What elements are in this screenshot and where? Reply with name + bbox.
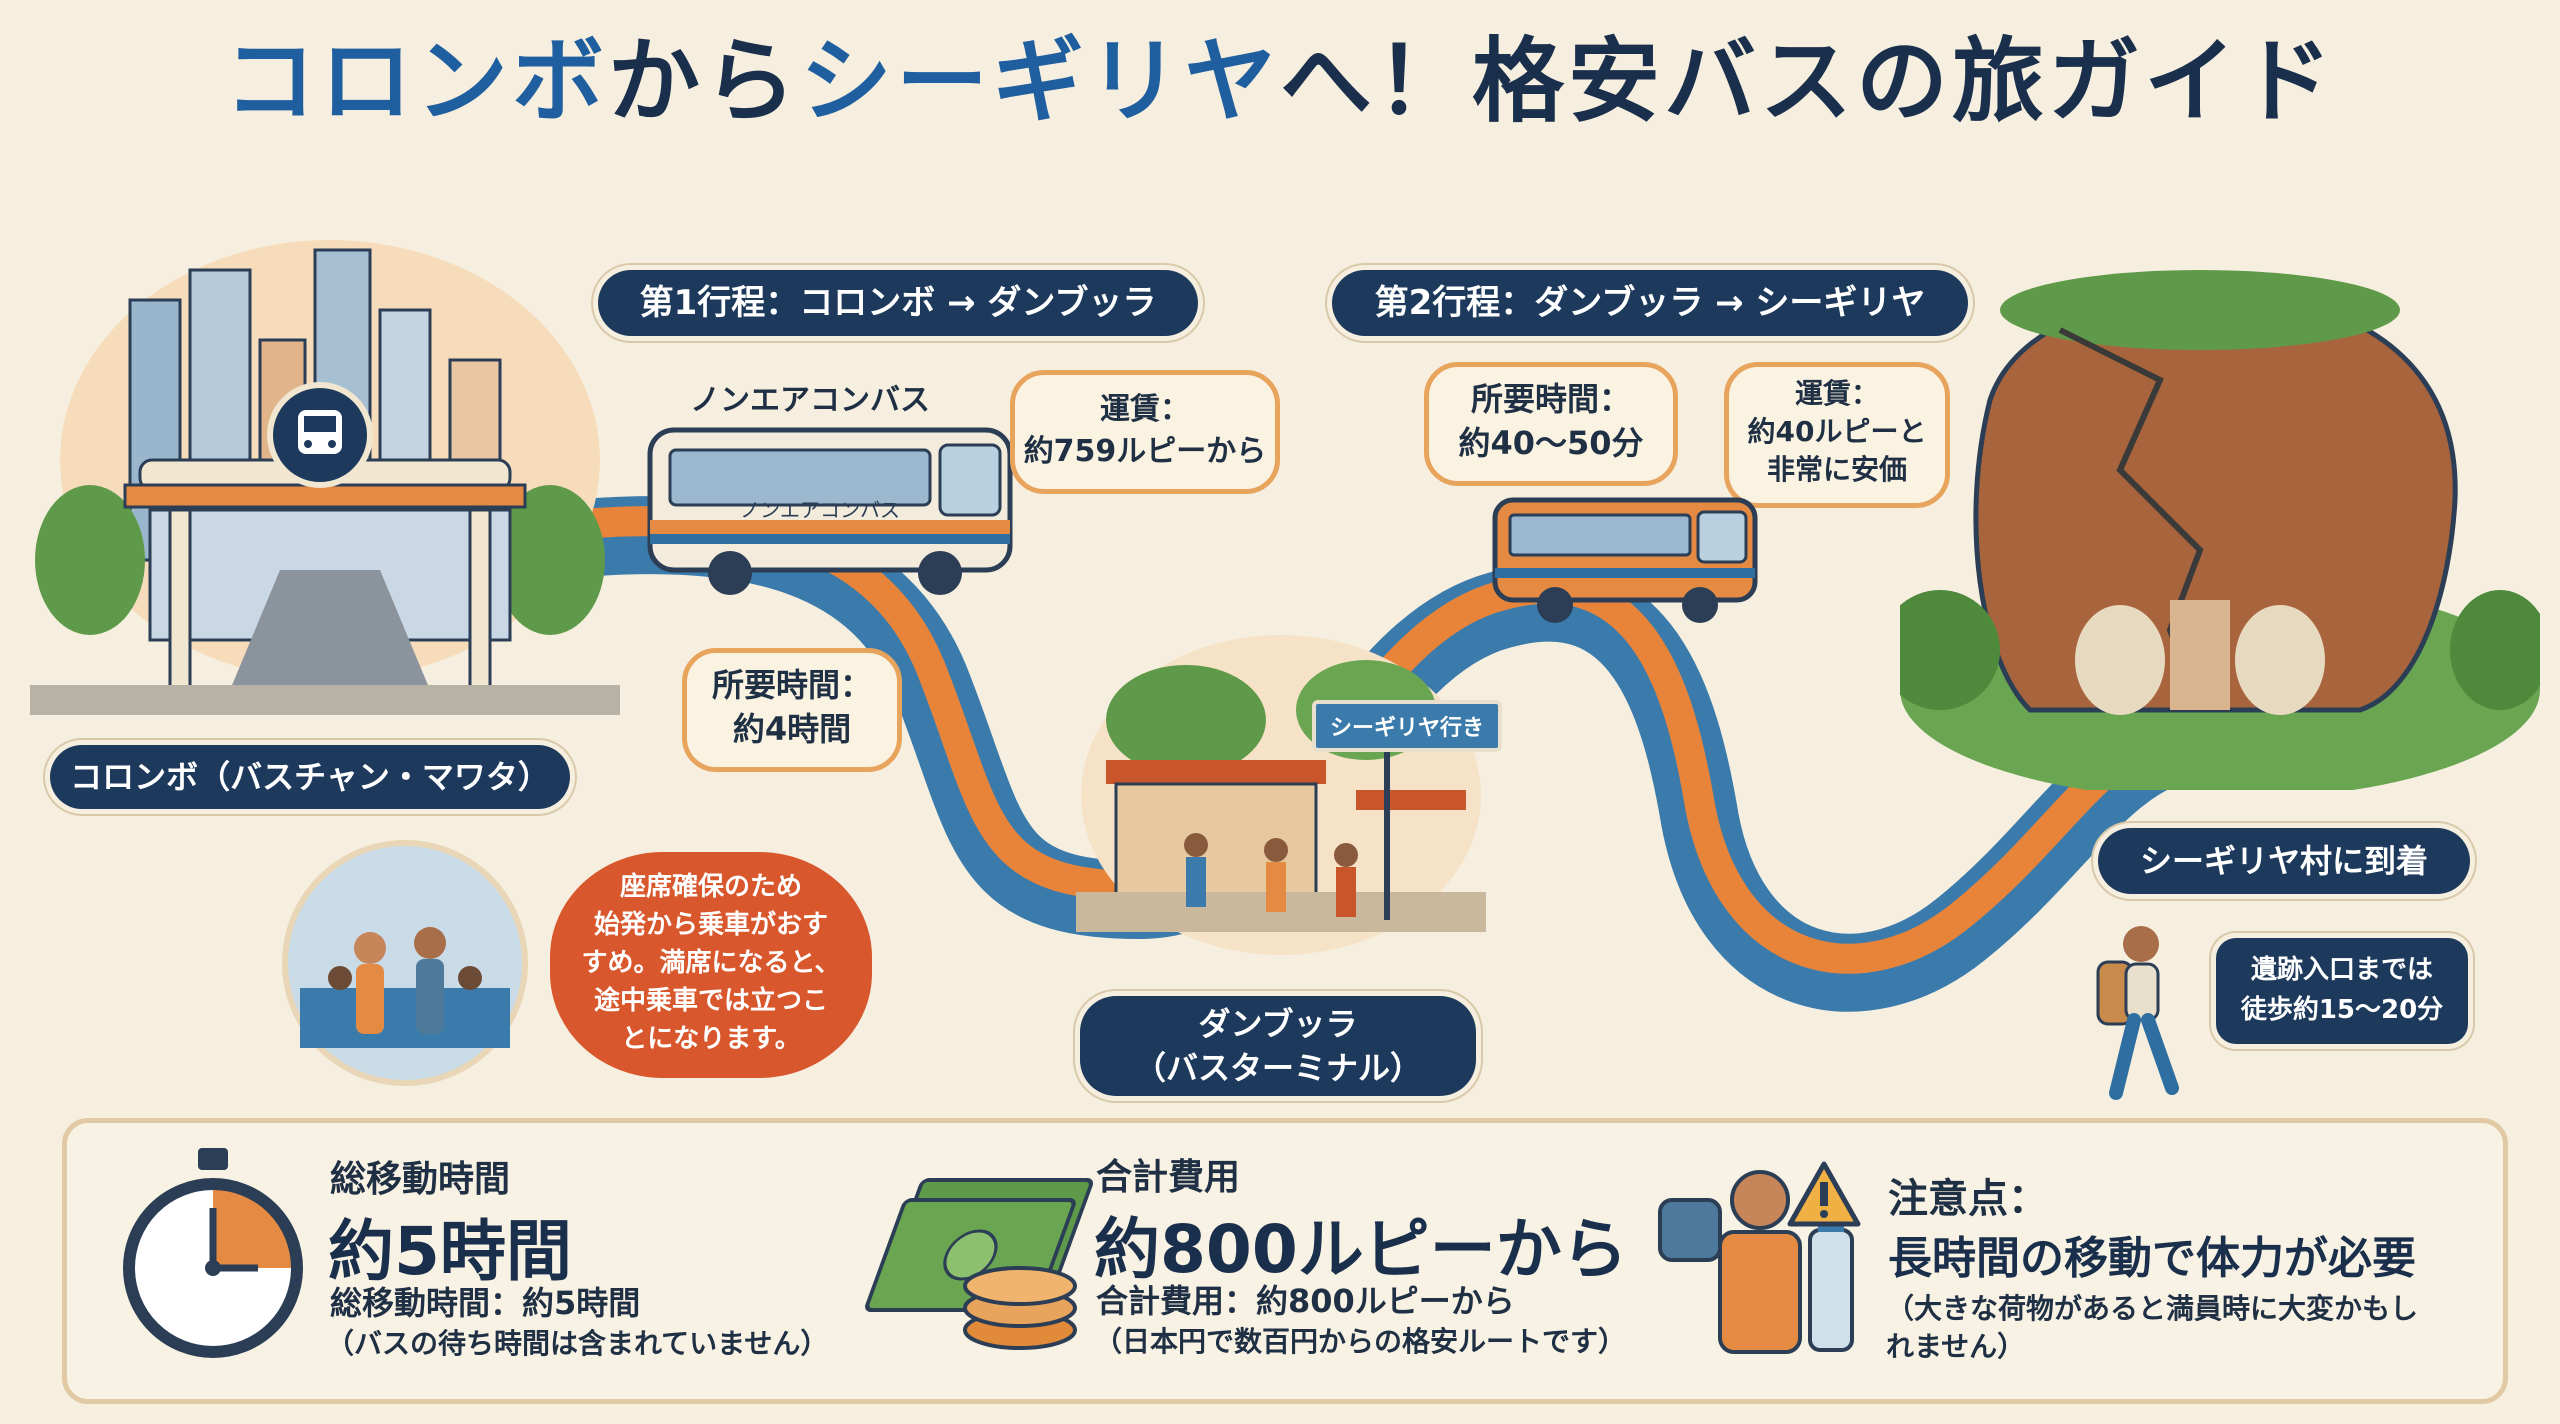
stopwatch-icon [123, 1148, 303, 1358]
warning-icon [1787, 1161, 1861, 1227]
dambulla-terminal-illustration [1076, 635, 1486, 955]
colombo-label: コロンボ（バスチャン・マワタ） [50, 745, 570, 809]
sigiriya-rock-illustration [1900, 270, 2540, 790]
page-title: コロンボからシーギリヤへ！格安バスの旅ガイド [0, 22, 2560, 142]
title-part-rest: へ！格安バスの旅ガイド [1280, 28, 2337, 135]
title-part-sigiriya: シーギリヤ [800, 28, 1281, 135]
leg1-label: 第1行程：コロンボ → ダンブッラ [598, 270, 1198, 336]
leg1-duration-bubble: 所要時間： 約4時間 [682, 648, 902, 772]
dambulla-label: ダンブッラ （バスターミナル） [1080, 996, 1476, 1096]
leg2-label: 第2行程：ダンブッラ → シーギリヤ [1332, 270, 1968, 336]
title-part-colombo: コロンボ [223, 28, 608, 135]
non-ac-bus-icon: ノンエアコンバス [647, 427, 1013, 595]
leg1-bus-type: ノンエアコンバス [690, 383, 930, 418]
dambulla-sign: シーギリヤ行き [1312, 700, 1503, 752]
money-icon [865, 1178, 1094, 1350]
summary-cost-value: 約800ルピーから [1094, 1211, 1628, 1288]
local-bus-icon [1492, 497, 1758, 623]
summary-time-value: 約5時間 [328, 1213, 572, 1290]
traveler-icon [1658, 1170, 1854, 1354]
bus-interior-illustration [282, 840, 528, 1086]
tip-bubble: 座席確保のため 始発から乗車がおす すめ。満席になると、 途中乗車では立つこ と… [550, 852, 872, 1078]
sigiriya-label: シーギリヤ村に到着 [2098, 828, 2470, 894]
title-part-from: から [607, 28, 800, 135]
walk-bubble: 遺跡入口までは 徒歩約15〜20分 [2216, 938, 2468, 1044]
bus-station-icon [298, 410, 342, 454]
leg2-fare-bubble: 運賃： 約40ルピーと 非常に安価 [1724, 362, 1950, 508]
summary-time-sub: 総移動時間：約5時間 [330, 1284, 641, 1322]
summary-time-heading: 総移動時間 [330, 1159, 511, 1200]
summary-panel [62, 1118, 2508, 1404]
summary-caution-value: 長時間の移動で体力が必要 [1888, 1233, 2416, 1284]
summary-cost-heading: 合計費用 [1096, 1157, 1241, 1198]
summary-cost-note: （日本円で数百円からの格安ルートです） [1094, 1325, 1627, 1358]
leg2-duration-bubble: 所要時間： 約40〜50分 [1424, 362, 1678, 486]
leg1-fare-bubble: 運賃： 約759ルピーから [1010, 370, 1280, 494]
colombo-station-illustration [30, 240, 620, 715]
summary-caution-heading: 注意点： [1888, 1176, 2048, 1222]
summary-caution-note: （大きな荷物があると満員時に大変かもし れません） [1886, 1292, 2419, 1363]
hiker-icon [2096, 926, 2179, 1100]
summary-time-note: （バスの待ち時間は含まれていません） [326, 1327, 829, 1360]
summary-cost-sub: 合計費用：約800ルピーから [1096, 1282, 1515, 1320]
bus-side-text: ノンエアコンバス [740, 498, 900, 522]
